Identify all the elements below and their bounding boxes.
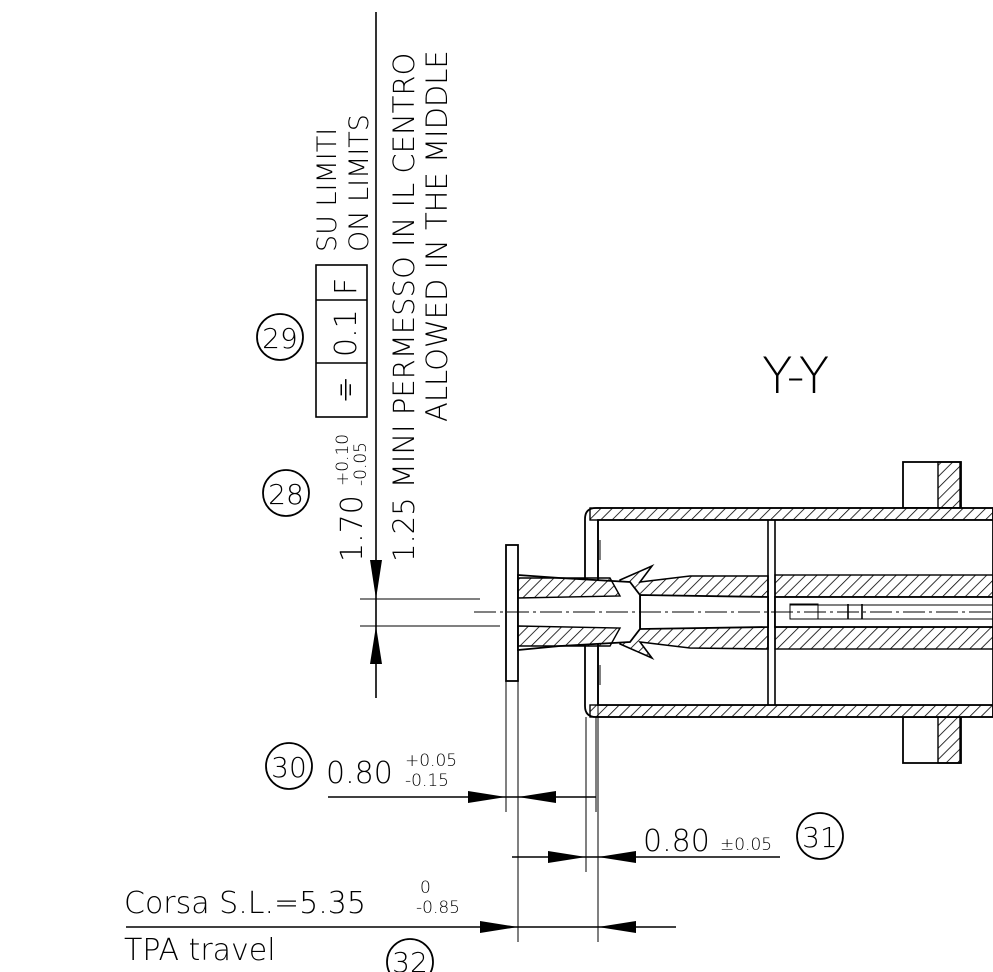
gdt-symbol-icon: ⌯ — [327, 379, 360, 401]
dim-32-arrow-left — [480, 921, 518, 933]
balloon-29-number: 29 — [262, 322, 298, 355]
dimension-arrow-bottom — [370, 626, 382, 664]
dim-31-nominal: 0.80 — [643, 824, 710, 859]
dim-32-tol-lower: -0.85 — [416, 898, 460, 918]
tolerance-frame-29: ⌯ 0.1 F SU LIMITI ON LIMITS 29 — [256, 114, 375, 418]
dimension-31-group: 0.80 ±0.05 31 — [512, 717, 844, 872]
dim-30-tol-lower: -0.15 — [405, 771, 449, 791]
balloon-28 — [262, 469, 310, 517]
connector-section-view — [474, 461, 993, 764]
gdt-datum: F — [329, 278, 364, 295]
gdt-tolerance-value: 0.1 — [329, 309, 364, 357]
dimension-30-group: 30 0.80 +0.05 -0.15 — [265, 681, 597, 812]
dim-28-tol-lower: -0.05 — [351, 442, 371, 486]
gdt-note-en: ON LIMITS — [344, 114, 375, 252]
section-label: Y-Y — [762, 347, 829, 405]
balloon-32-number: 32 — [392, 946, 428, 972]
dim-32-label-it: Corsa S.L.=5.35 — [124, 886, 366, 921]
balloon-32 — [386, 938, 434, 972]
dimension-arrow-top — [370, 560, 382, 599]
dim-31-arrow-right — [598, 851, 636, 863]
dim-32-label-en: TPA travel — [124, 933, 276, 968]
dim-32-tol-upper: 0 — [420, 878, 431, 898]
dim-28-tol-upper: +0.10 — [333, 434, 353, 486]
dimension-28-group: 1.70 +0.10 -0.05 1.25 MINI PERMESSO IN I… — [262, 12, 500, 698]
dim-31-tol: ±0.05 — [720, 835, 772, 855]
dim-30-nominal: 0.80 — [326, 756, 393, 791]
dim-32-arrow-right — [598, 921, 636, 933]
dim-28-mini-note: 1.25 MINI PERMESSO IN IL CENTRO — [387, 53, 421, 562]
balloon-30-number: 30 — [271, 751, 307, 784]
dim-28-mini-note-en: ALLOWED IN THE MIDDLE — [420, 50, 454, 422]
dim-28-nominal: 1.70 — [335, 495, 370, 562]
balloon-31-number: 31 — [802, 821, 838, 854]
dim-31-arrow-left — [548, 851, 586, 863]
balloon-30 — [265, 742, 313, 790]
dim-30-arrow-right — [518, 791, 556, 803]
balloon-29 — [256, 313, 304, 361]
dim-30-arrow-left — [468, 791, 506, 803]
balloon-31 — [796, 812, 844, 860]
dim-30-tol-upper: +0.05 — [405, 751, 457, 771]
balloon-28-number: 28 — [268, 478, 304, 511]
gdt-note-it: SU LIMITI — [312, 128, 343, 252]
dimension-32-group: Corsa S.L.=5.35 0 -0.85 TPA travel 32 — [124, 681, 676, 972]
